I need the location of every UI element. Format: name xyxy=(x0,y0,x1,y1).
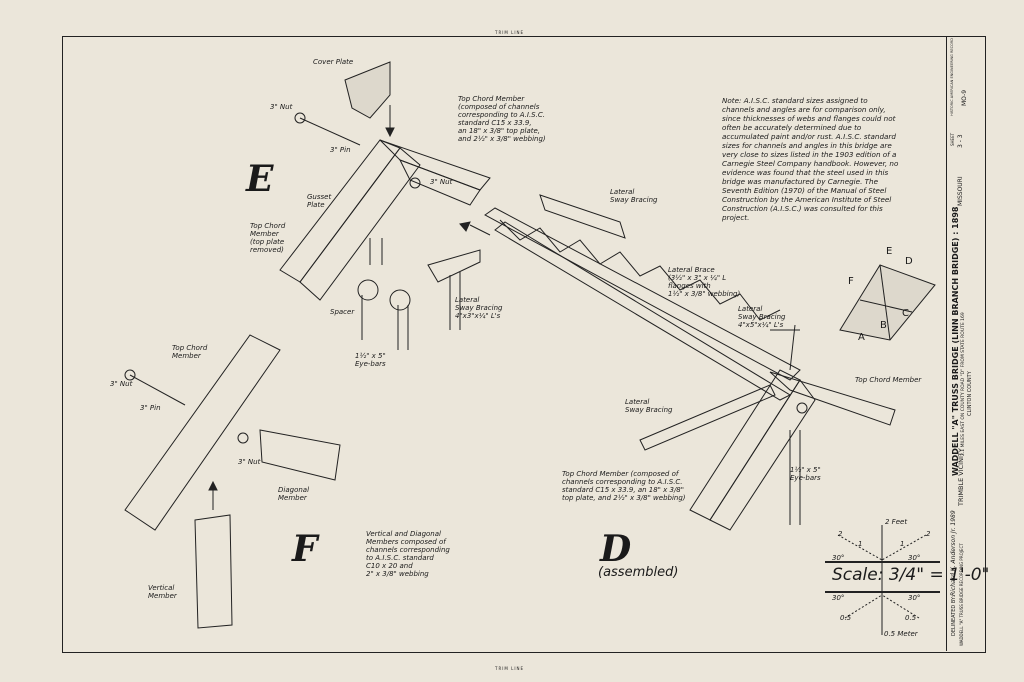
title-block: DELINEATED BY: Richard K. Anderson Jr. 1… xyxy=(946,36,985,651)
drawing-title: WADDELL "A" TRUSS BRIDGE (LINN BRANCH BR… xyxy=(951,206,960,476)
top-chord-d-right xyxy=(769,371,896,426)
scale-tick: 0.5 xyxy=(840,614,852,622)
key-a: A xyxy=(858,332,865,343)
label-nut-f1: 3" Nut xyxy=(110,380,133,388)
label-nut-e1: 3" Nut xyxy=(270,103,293,111)
key-d: D xyxy=(905,256,913,267)
top-chord-d-left xyxy=(689,369,801,521)
delineator: Richard K. Anderson Jr. 1989 xyxy=(950,510,957,596)
nut-f xyxy=(237,432,249,444)
scale-angle: 30° xyxy=(832,554,845,562)
label-eyebars-d: 1½" x 5" Eye-bars xyxy=(790,466,821,482)
label-top-chord-f: Top Chord Member xyxy=(172,344,208,360)
trim-line-bottom: TRIM LINE xyxy=(495,666,525,671)
scale-feet-label: 2 Feet xyxy=(885,518,908,526)
label-vert-diag: Vertical and Diagonal Members composed o… xyxy=(366,530,450,578)
key-e: E xyxy=(886,246,893,257)
label-pin-e: 3" Pin xyxy=(330,146,351,154)
label-spacer: Spacer xyxy=(330,308,355,316)
spacer xyxy=(357,279,379,301)
label-pin-f: 3" Pin xyxy=(140,404,161,412)
scale-angle: 30° xyxy=(832,594,845,602)
section-label-e: E xyxy=(246,158,274,200)
cover-plate xyxy=(344,61,391,119)
key-diagram xyxy=(839,264,936,341)
label-top-chord-d-right: Top Chord Member xyxy=(855,376,922,384)
note-text: Note: A.I.S.C. standard sizes assigned t… xyxy=(722,96,899,222)
detail-f-drawing xyxy=(124,334,341,629)
vertical-member xyxy=(194,514,233,629)
label-cover-plate: Cover Plate xyxy=(313,58,354,66)
label-vertical: Vertical Member xyxy=(148,584,177,600)
label-eyebars-e: 1½" x 5" Eye-bars xyxy=(355,352,386,368)
scale-angle: 30° xyxy=(908,554,921,562)
sheet-label: SHEET xyxy=(950,132,955,146)
label-top-chord-d: Top Chord Member (composed of channels c… xyxy=(562,470,686,502)
label-nut-e2: 3" Nut xyxy=(430,178,453,186)
sheet-number: 3 - 3 xyxy=(957,134,964,148)
top-chord-f xyxy=(124,334,281,531)
county: CLINTON COUNTY xyxy=(967,371,973,416)
lateral-brace xyxy=(484,207,801,381)
location: 2.1 MILES EAST ON COUNTY ROAD "D" FROM S… xyxy=(961,312,966,456)
section-label-f: F xyxy=(292,528,318,570)
scale-bar xyxy=(825,525,940,635)
scale-meter-label: 0.5 Meter xyxy=(884,630,918,638)
label-top-chord-removed: Top Chord Member (top plate removed) xyxy=(250,222,286,254)
project-name: WADDELL "A" TRUSS BRIDGE RECORDING PROJE… xyxy=(959,543,964,646)
label-nut-f2: 3" Nut xyxy=(238,458,261,466)
nut-e xyxy=(409,177,421,189)
survey-name: HISTORIC AMERICAN ENGINEERING RECORD xyxy=(950,38,954,116)
diagonal-member xyxy=(259,429,341,481)
pin-f xyxy=(129,374,186,406)
scale-tick: 1 xyxy=(900,540,905,548)
sway-bracing-d3 xyxy=(639,384,776,451)
trim-line-top: TRIM LINE xyxy=(495,30,525,35)
key-f: F xyxy=(848,276,854,287)
label-sway-d1: Lateral Sway Bracing xyxy=(610,188,658,204)
label-sway-d2: Lateral Sway Bracing 4"x5"x¼" L's xyxy=(738,305,786,329)
state: MISSOURI xyxy=(957,176,964,206)
label-lateral-brace: Lateral Brace (3½" x 3" x ¼" L flanges w… xyxy=(668,266,741,298)
pin-e xyxy=(299,117,361,146)
label-gusset: Gusset Plate xyxy=(307,193,332,209)
detail-e-drawing xyxy=(279,61,491,350)
drawing-border xyxy=(62,36,986,653)
eye-bar-e xyxy=(389,289,411,311)
sway-bracing-d1 xyxy=(539,194,626,239)
scale-tick: 2 xyxy=(926,530,931,538)
label-sway-e: Lateral Sway Bracing 4"x3"x¼" L's xyxy=(455,296,503,320)
detail-d-drawing xyxy=(459,194,896,531)
scale-tick: 2 xyxy=(838,530,843,538)
key-c: C xyxy=(902,308,909,319)
scale-angle: 30° xyxy=(908,594,921,602)
scale-text: Scale: 3/4" = 1'-0" xyxy=(832,565,990,585)
key-b: B xyxy=(880,320,887,331)
label-diagonal: Diagonal Member xyxy=(278,486,310,502)
label-sway-d3: Lateral Sway Bracing xyxy=(625,398,673,414)
scale-tick: 1 xyxy=(858,540,863,548)
section-label-d: D xyxy=(600,528,632,570)
label-top-chord-e: Top Chord Member (composed of channels c… xyxy=(458,95,546,143)
survey-number: MO-9 xyxy=(961,89,968,106)
delineator-label: DELINEATED BY: xyxy=(951,595,957,636)
scale-tick: 0.5 xyxy=(905,614,917,622)
assembled-label: (assembled) xyxy=(598,565,679,580)
sway-bracing-e xyxy=(427,249,481,283)
